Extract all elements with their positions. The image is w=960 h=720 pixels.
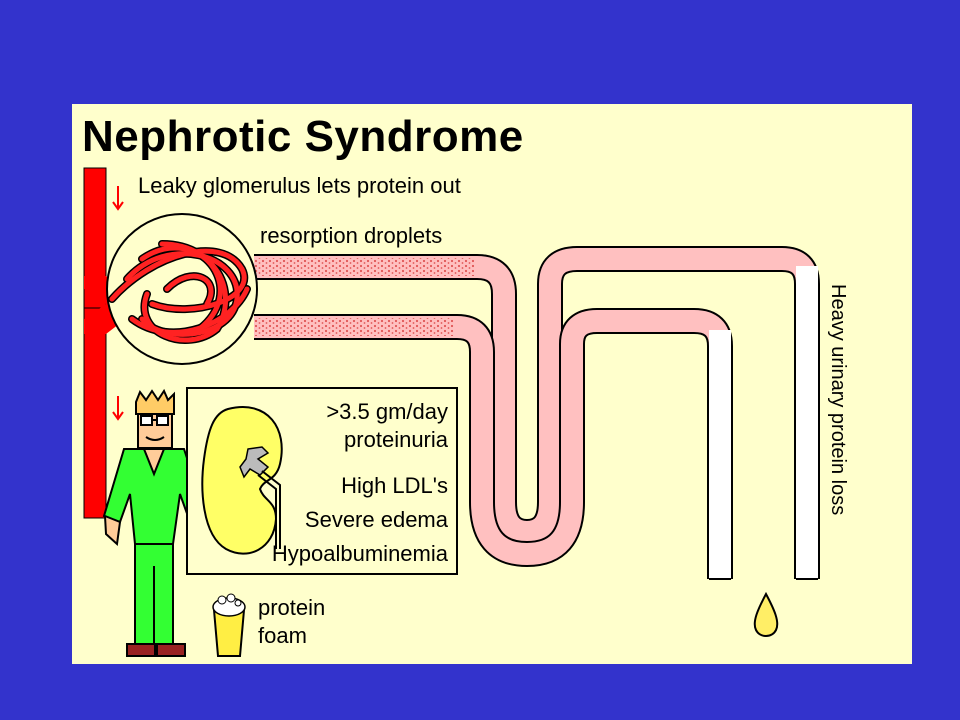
page-title: Nephrotic Syndrome bbox=[82, 112, 524, 161]
foam-label-line: protein bbox=[258, 595, 326, 620]
urine-drop-icon bbox=[753, 591, 779, 637]
glomerulus bbox=[106, 213, 258, 365]
protein-foam-label: protein foam bbox=[258, 594, 325, 650]
urinary-protein-loss-label: Heavy urinary protein loss bbox=[827, 284, 849, 516]
diagram-graphics bbox=[83, 167, 820, 657]
person-icon bbox=[102, 388, 208, 657]
finding-item: Severe edema bbox=[304, 507, 448, 532]
down-arrow-icon bbox=[112, 186, 124, 211]
leaky-glomerulus-label: Leaky glomerulus lets protein out bbox=[138, 173, 461, 198]
findings-box: >3.5 gm/day proteinuria High LDL's Sever… bbox=[186, 387, 458, 575]
down-arrow-icon bbox=[112, 396, 124, 421]
foam-cup-icon bbox=[212, 593, 246, 657]
finding-item: proteinuria bbox=[344, 427, 448, 452]
renal-tubule bbox=[254, 246, 820, 580]
finding-item: >3.5 gm/day bbox=[326, 399, 448, 424]
resorption-droplets-label: resorption droplets bbox=[260, 223, 443, 248]
finding-item: Hypoalbuminemia bbox=[271, 541, 448, 566]
foam-label-line: foam bbox=[258, 623, 307, 648]
kidney-icon bbox=[201, 406, 283, 555]
finding-item: High LDL's bbox=[341, 473, 448, 498]
diagram-panel: Nephrotic Syndrome Leaky glomerulus lets… bbox=[72, 104, 912, 664]
